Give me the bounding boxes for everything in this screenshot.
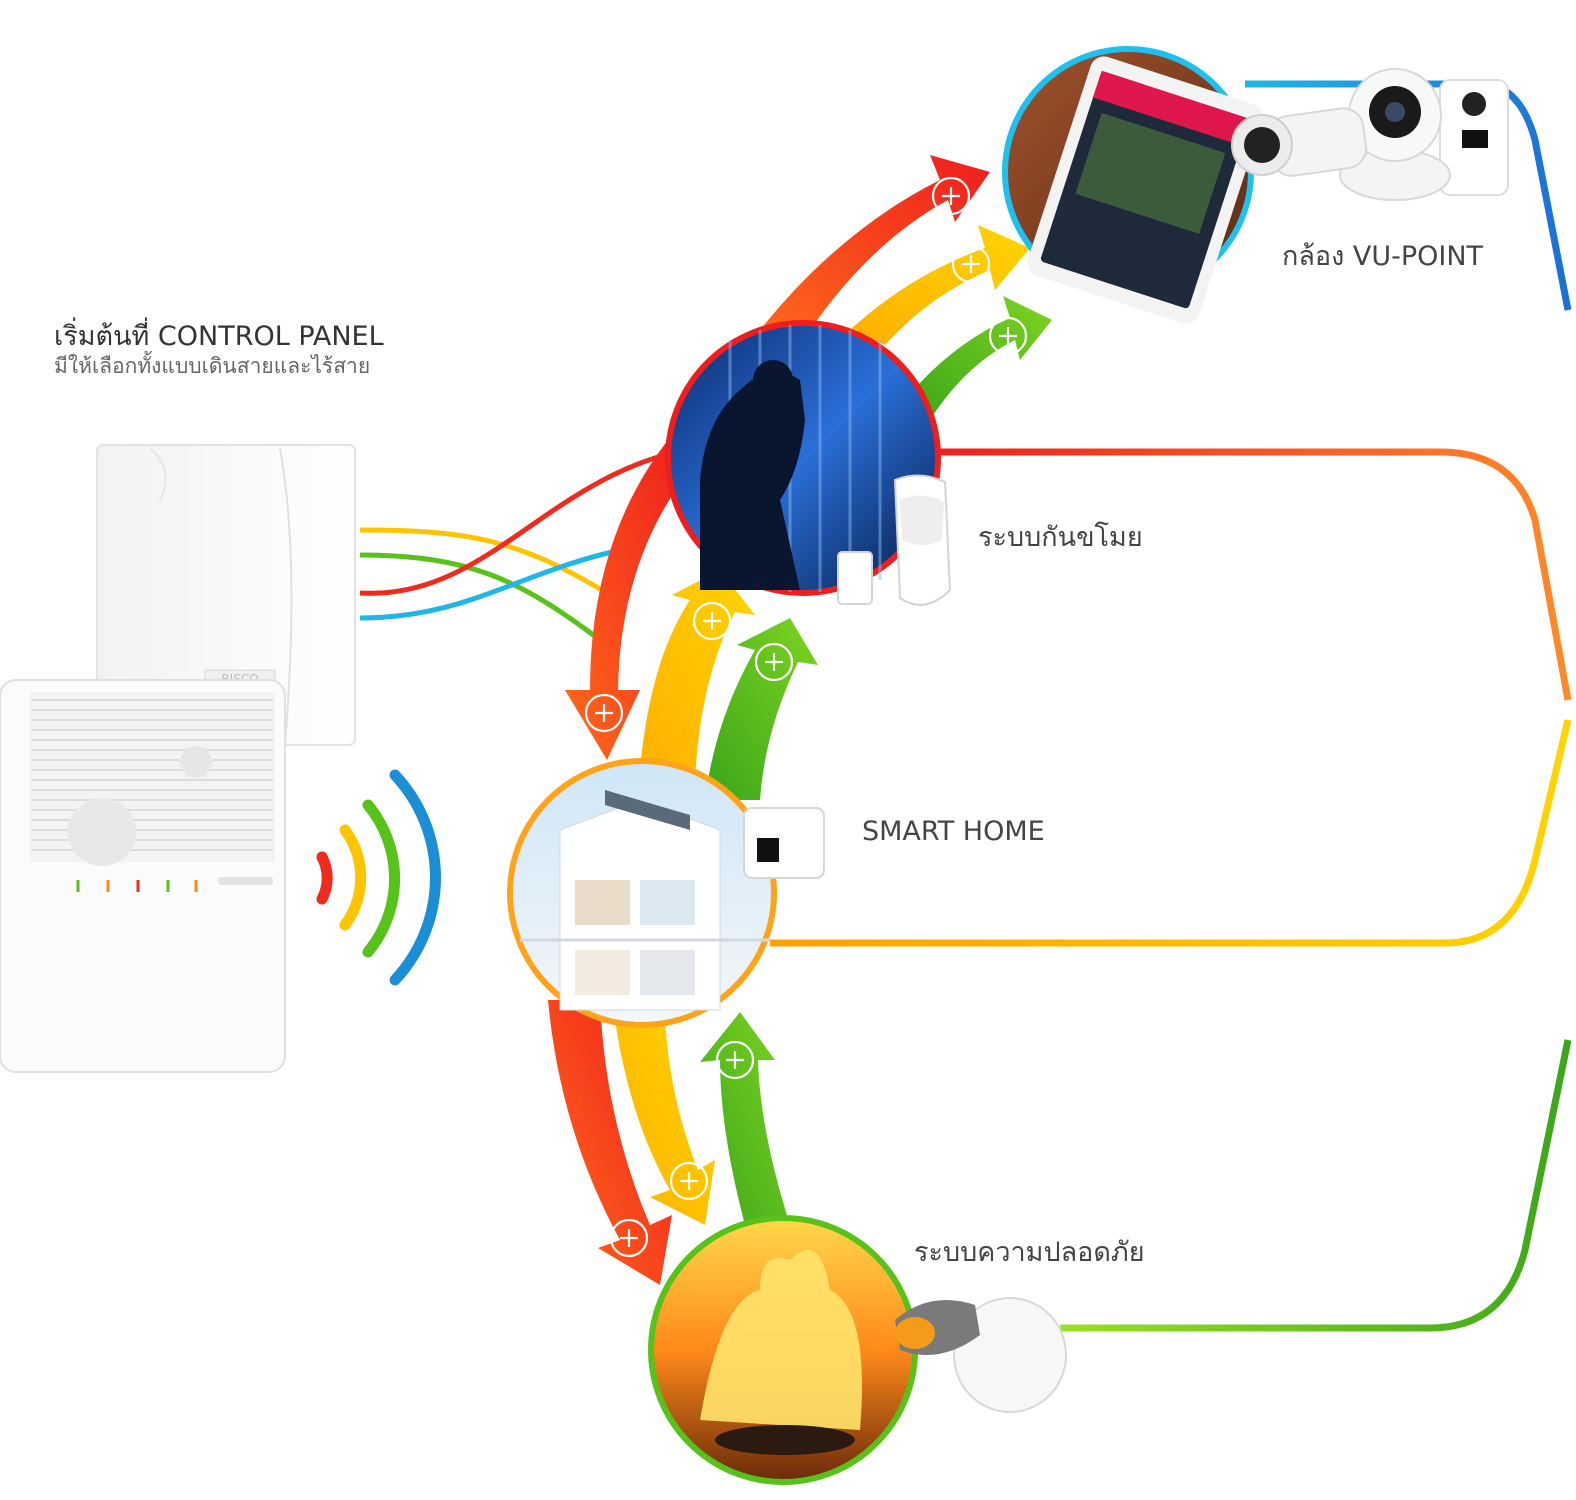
- smart-home-node: [507, 758, 777, 1028]
- arrows-intrusion-to-camera: [760, 155, 1052, 420]
- arrow-red-down-2: [548, 1000, 672, 1285]
- camera-label: กล้อง VU-POINT: [1282, 241, 1484, 272]
- motion-sensor: [837, 474, 952, 606]
- arrow-green-up-2: [705, 618, 818, 800]
- smart-home-label: SMART HOME: [862, 816, 1045, 847]
- arrows-smarthome-safety: [548, 1000, 790, 1285]
- arrow-green-up: [905, 296, 1052, 420]
- arrow-red-down: [565, 440, 690, 760]
- ip-cameras: [1231, 68, 1509, 201]
- smart-home-hub: [743, 807, 825, 879]
- safety-label: ระบบความปลอดภัย: [914, 1237, 1145, 1268]
- safety-node: [648, 1215, 918, 1485]
- arrows-intrusion-smarthome: [565, 440, 818, 800]
- page-title: เริ่มต้นที่ CONTROL PANEL: [54, 321, 384, 352]
- camera-node: [1002, 46, 1263, 324]
- smoke-detector: [895, 1297, 1067, 1413]
- arrow-green-up-3: [700, 1012, 790, 1225]
- arrow-yellow-up: [850, 225, 1030, 345]
- arrow-yellow-double: [640, 570, 755, 780]
- page-subtitle: มีให้เลือกทั้งแบบเดินสายและไร้สาย: [54, 354, 371, 378]
- intrusion-node: [665, 320, 941, 596]
- panel-wires: [359, 452, 666, 643]
- arrow-red-up: [760, 155, 990, 345]
- control-panel-wireless: [0, 679, 286, 1073]
- wireless-signal-icon: [316, 769, 441, 986]
- intrusion-label: ระบบกันขโมย: [978, 522, 1143, 553]
